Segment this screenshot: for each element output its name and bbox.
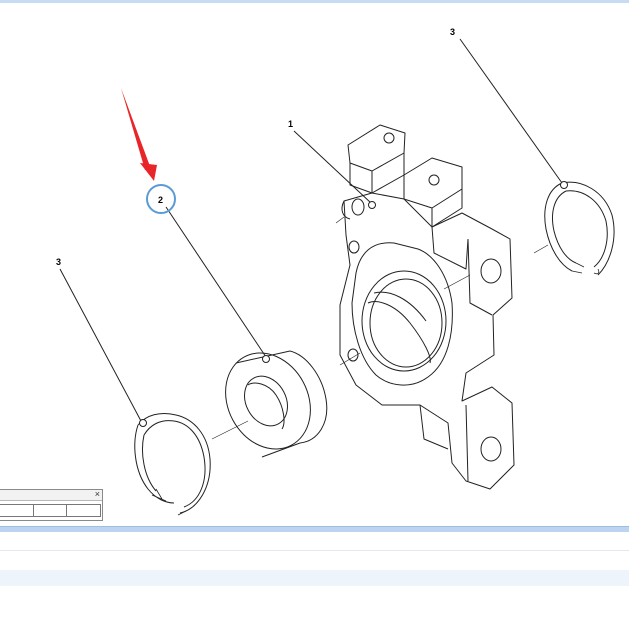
callout-label-2[interactable]: 2 [158,195,163,205]
toolbar-strip [0,532,629,551]
table-body-area [0,586,629,629]
close-icon[interactable]: × [94,489,100,499]
part-3-retaining-ring-right[interactable] [533,181,615,276]
viewer-bottom-border [0,526,629,532]
annotation-arrow [121,88,157,181]
callout-leaders [59,38,568,427]
mini-panel-cell[interactable] [0,505,34,516]
table-header-strip [0,570,629,586]
selection-ring[interactable] [146,184,176,214]
part-2-bushing[interactable] [209,338,328,464]
callout-label-1[interactable]: 1 [288,119,293,129]
part-1-housing[interactable] [335,124,515,490]
leader-end-part-2 [262,355,270,363]
mini-panel-cell-row [0,504,101,517]
callout-label-3-right[interactable]: 3 [450,27,455,37]
exploded-parts-drawing: 1 2 3 3 [56,27,615,516]
leader-end-part-1 [368,201,376,209]
parts-diagram-viewer[interactable]: 1 2 3 3 × [0,0,629,526]
leader-end-part-3-right [560,181,568,189]
floating-mini-panel[interactable]: × [0,489,103,521]
part-3-retaining-ring-left[interactable] [134,412,211,516]
mini-panel-cell[interactable] [34,505,68,516]
mini-panel-titlebar[interactable]: × [0,489,102,501]
callout-label-3-left[interactable]: 3 [56,257,61,267]
mini-panel-cell[interactable] [67,505,100,516]
leader-end-part-3-left [139,419,147,427]
